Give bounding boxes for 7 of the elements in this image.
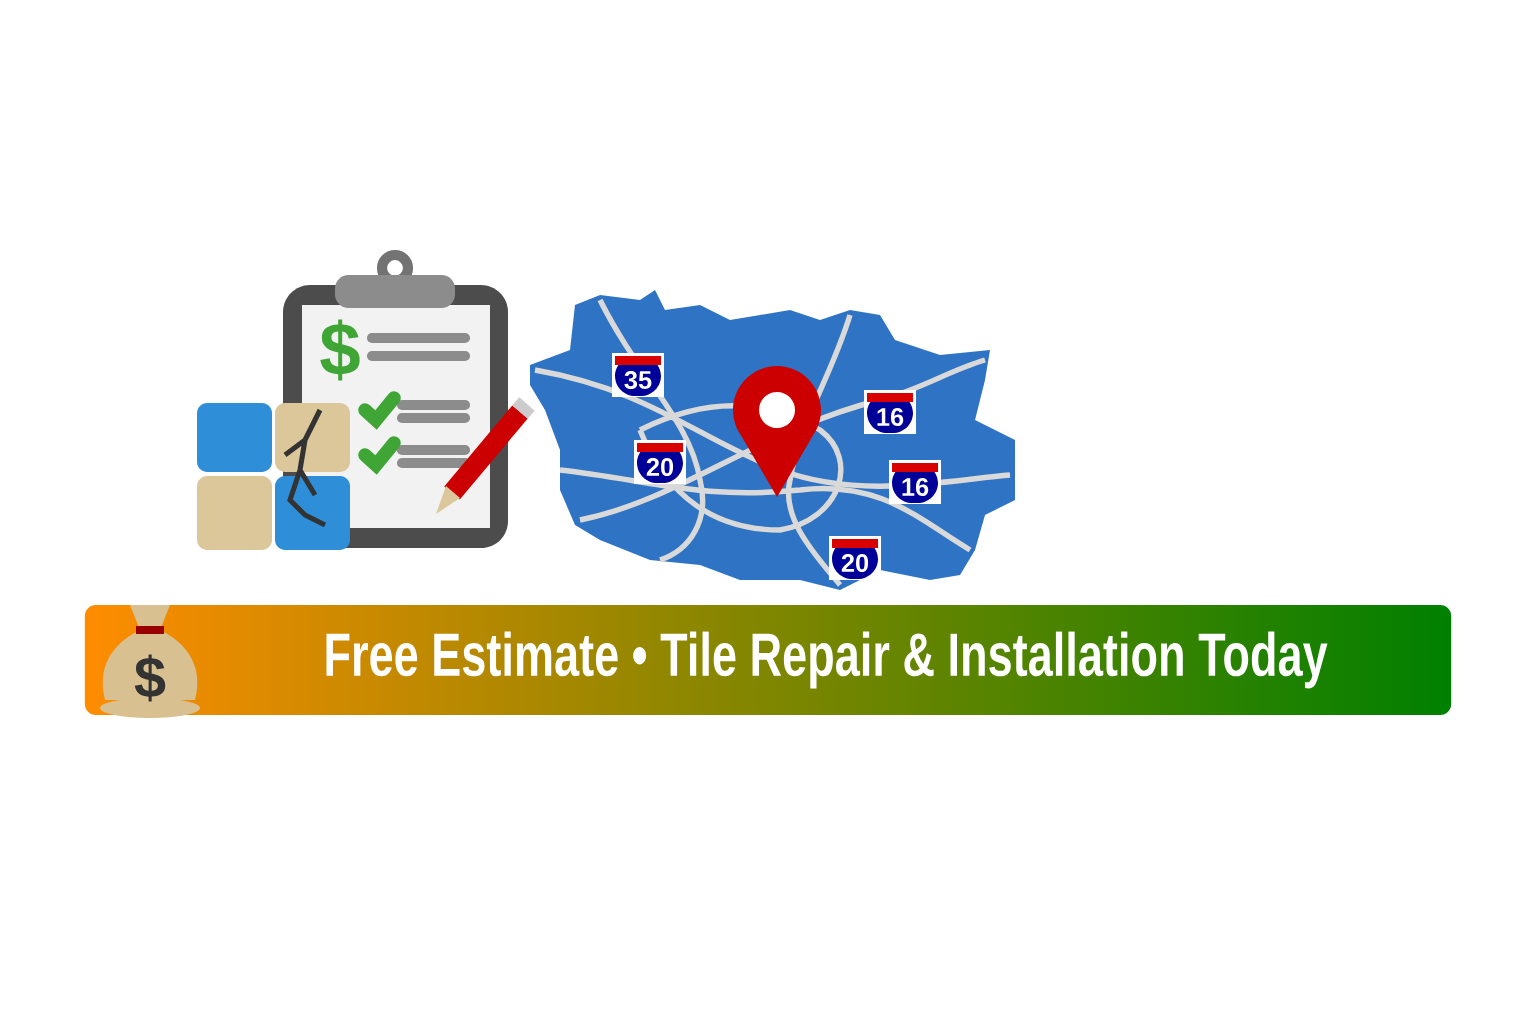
highway-number: 16: [902, 478, 929, 496]
dollar-sign: $: [134, 654, 166, 702]
dollar-sign: $: [320, 319, 360, 381]
highway-number: 16: [877, 408, 904, 426]
highway-number: 20: [841, 554, 869, 572]
highway-number: 20: [646, 458, 674, 476]
highway-number: 35: [624, 371, 652, 389]
